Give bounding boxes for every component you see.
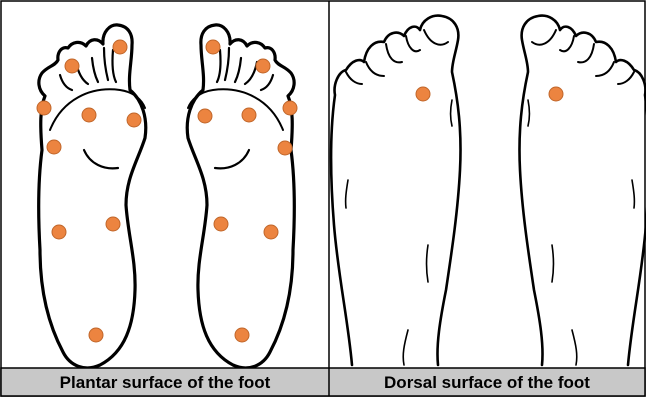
test-site-dot — [256, 59, 270, 73]
test-site-dot — [278, 141, 292, 155]
test-site-dot — [206, 40, 220, 54]
test-site-dot — [89, 328, 103, 342]
test-site-dot — [283, 101, 297, 115]
test-site-dot — [214, 217, 228, 231]
test-site-dot — [264, 225, 278, 239]
test-site-dot — [82, 108, 96, 122]
test-site-dot — [235, 328, 249, 342]
test-site-dot — [127, 113, 141, 127]
test-site-dot — [549, 87, 563, 101]
test-site-dot — [65, 59, 79, 73]
test-site-dot — [37, 101, 51, 115]
test-site-dot — [242, 108, 256, 122]
test-site-dot — [47, 140, 61, 154]
test-site-dot — [416, 87, 430, 101]
test-site-dot — [52, 225, 66, 239]
plantar-caption: Plantar surface of the foot — [60, 373, 271, 392]
test-site-dot — [113, 40, 127, 54]
test-site-dot — [198, 109, 212, 123]
test-site-dot — [106, 217, 120, 231]
dorsal-caption: Dorsal surface of the foot — [384, 373, 590, 392]
